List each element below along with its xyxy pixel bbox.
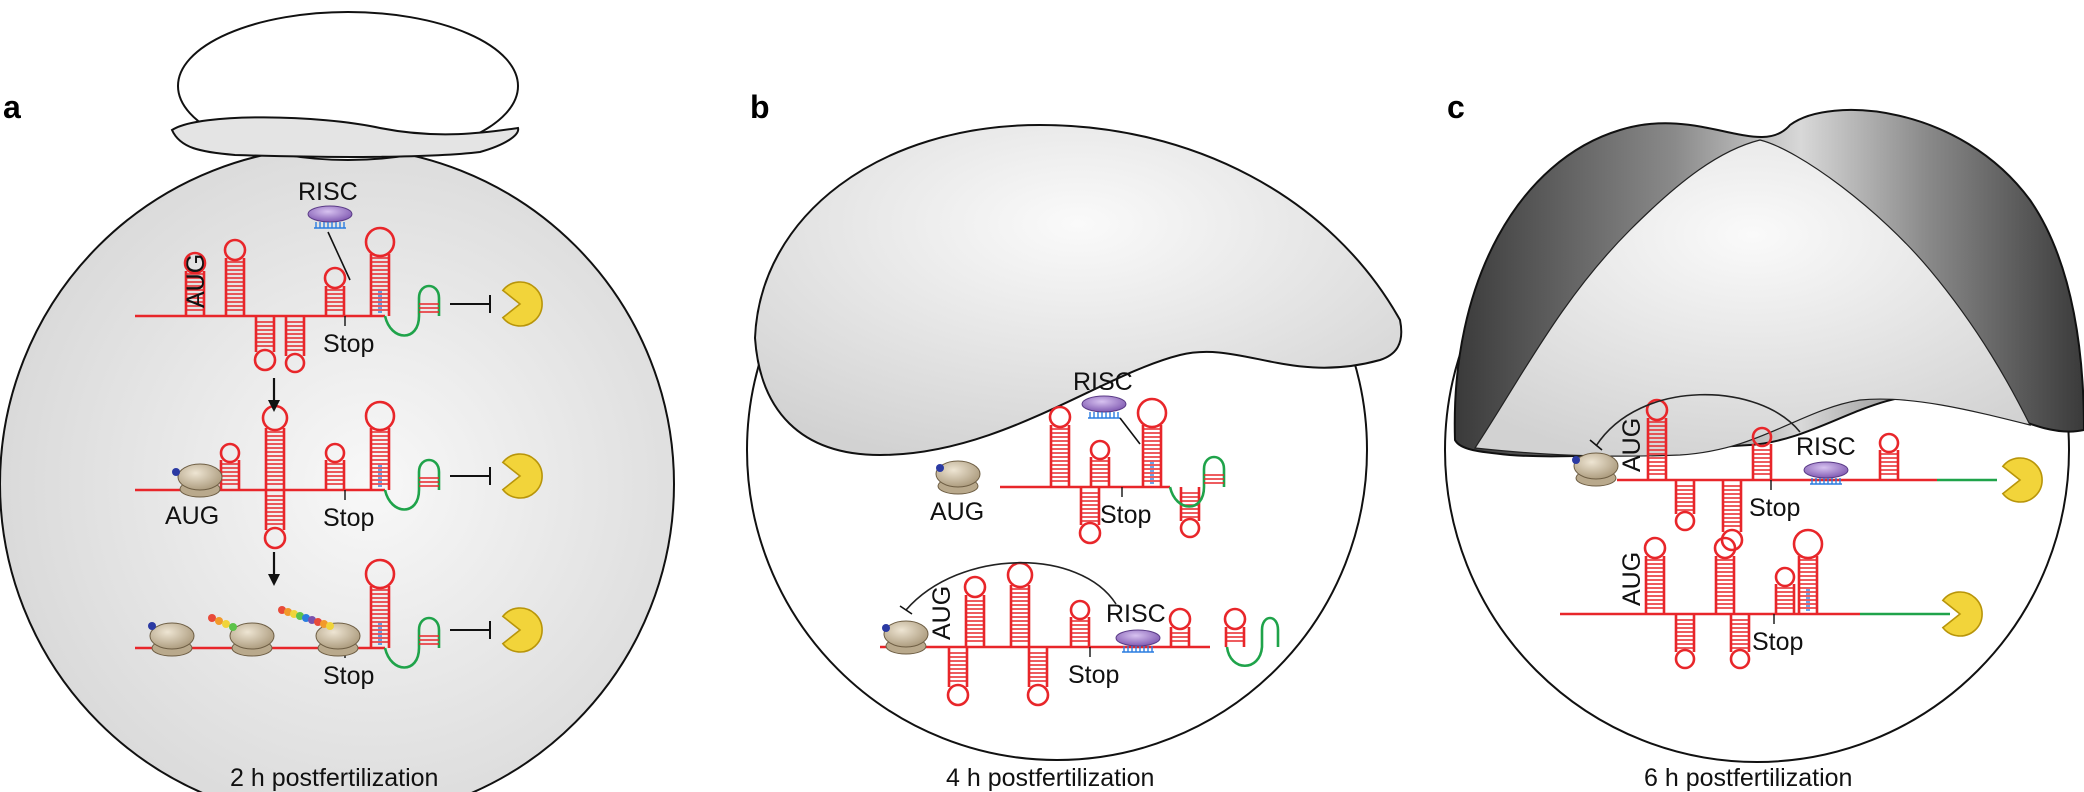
risc-label-b1: RISC — [1073, 368, 1133, 396]
stop-label: Stop — [1068, 661, 1119, 689]
protein-a-3 — [501, 607, 543, 653]
mrna-a-row2: Stop — [135, 400, 441, 550]
ribosome-a-3b — [229, 622, 275, 657]
cap-a-2 — [172, 468, 180, 476]
risc-b-1 — [1081, 395, 1127, 419]
embryo-c — [1444, 109, 2084, 763]
aug-label-c1: AUG — [1618, 418, 1646, 472]
risc-label-b2: RISC — [1106, 600, 1166, 628]
peptide-bead — [208, 614, 216, 622]
panel-c-letter: c — [1447, 89, 1465, 125]
arrow-a-2 — [268, 552, 280, 586]
ribosome-b-2 — [883, 620, 929, 655]
mrna-c-row1: Stop — [1617, 398, 1997, 552]
caption-b: 4 h postfertilization — [946, 764, 1154, 792]
inhibit-a-1 — [450, 295, 491, 313]
cap-a-3 — [148, 622, 156, 630]
risc-b-2 — [1115, 629, 1161, 653]
aug-label-2: AUG — [165, 502, 219, 530]
mrna-a-row1: Stop — [135, 226, 441, 374]
panel-a-letter: a — [3, 89, 21, 125]
arrow-a-1 — [268, 378, 280, 412]
risc-loop-b2 — [905, 561, 1117, 611]
caption-a: 2 h postfertilization — [230, 764, 438, 792]
protein-a-1 — [501, 281, 543, 327]
risc-a — [307, 205, 353, 229]
ribosome-c-1 — [1573, 452, 1619, 487]
peptide-bead — [215, 617, 223, 625]
cap-b-2 — [882, 624, 890, 632]
ribosome-b-1 — [935, 460, 981, 495]
peptide-bead — [326, 622, 334, 630]
caption-c: 6 h postfertilization — [1644, 764, 1852, 792]
mrna-c-row2: Stop — [1560, 528, 1950, 670]
green-utr-b2 — [1225, 616, 1280, 667]
aug-label-b2: AUG — [928, 586, 956, 640]
risc-inhibit-b1 — [1119, 417, 1141, 445]
stop-label: Stop — [1752, 628, 1803, 656]
risc-label: RISC — [298, 178, 358, 206]
protein-c-2 — [1941, 591, 1983, 637]
stop-label: Stop — [323, 504, 374, 532]
aug-label-c2: AUG — [1618, 552, 1646, 606]
risc-c-1 — [1803, 461, 1849, 485]
ribosome-a-3c — [315, 622, 361, 657]
peptide-bead — [229, 623, 237, 631]
ribosome-a-2 — [177, 463, 223, 498]
inhibit-a-2 — [450, 467, 491, 485]
inhibit-a-3 — [450, 621, 491, 639]
stop-label: Stop — [323, 662, 374, 690]
embryo-b — [746, 123, 1403, 761]
risc-label-c1: RISC — [1796, 433, 1856, 461]
aug-label: AUG — [182, 254, 210, 308]
protein-a-2 — [501, 453, 543, 499]
panel-b-letter: b — [750, 89, 770, 125]
cap-b-1 — [936, 464, 944, 472]
aug-label-b1: AUG — [930, 498, 984, 526]
stop-label: Stop — [1100, 501, 1151, 529]
risc-inhibit-a — [327, 231, 351, 281]
stop-label: Stop — [323, 330, 374, 358]
peptide-bead — [222, 620, 230, 628]
cap-c-1 — [1572, 456, 1580, 464]
risc-loop-c1 — [1595, 393, 1801, 447]
stop-label: Stop — [1749, 494, 1800, 522]
ribosome-a-3a — [149, 622, 195, 657]
mrna-b-row1: Stop — [1000, 397, 1226, 545]
mrna-b-row2: Stop — [880, 561, 1247, 707]
protein-c-1 — [2001, 457, 2043, 503]
